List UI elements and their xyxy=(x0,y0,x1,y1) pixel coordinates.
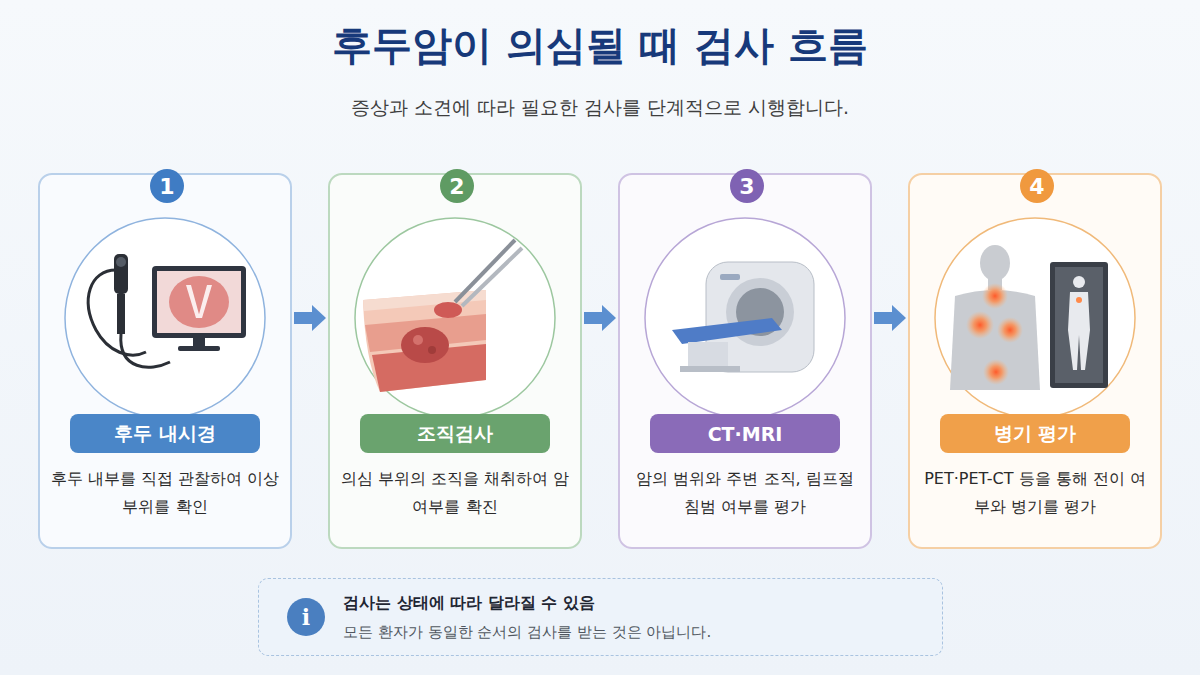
step-card: 암의 범위와 주변 조직, 림프절 침범 여부를 평가 3CT·MRI xyxy=(618,173,872,549)
step-number-text: 4 xyxy=(1029,174,1044,199)
note-box: 검사는 상태에 따라 달라질 수 있음모든 환자가 동일한 순서의 검사를 받는… xyxy=(258,578,943,656)
flow-arrow xyxy=(874,305,906,331)
staging-illustration xyxy=(935,218,1135,418)
flow-arrow xyxy=(584,305,616,331)
step-title: 후두 내시경 xyxy=(114,421,216,447)
step-number: 4 xyxy=(1020,169,1054,203)
step-label: 조직검사 xyxy=(360,414,550,453)
step-card: 의심 부위의 조직을 채취하여 암 여부를 확진 2 조직검사 xyxy=(328,173,582,549)
step-number: 2 xyxy=(440,169,474,203)
info-symbol: i xyxy=(302,604,310,630)
step-number-text: 3 xyxy=(739,174,754,199)
step-number: 3 xyxy=(730,169,764,203)
step-description: 후두 내부를 직접 관찰하여 이상 부위를 확인 xyxy=(50,465,280,521)
biopsy-illustration xyxy=(355,218,555,418)
subtitle: 증상과 소견에 따라 필요한 검사를 단계적으로 시행합니다. xyxy=(0,95,1200,121)
step-title: 조직검사 xyxy=(417,421,493,447)
step-description: 암의 범위와 주변 조직, 림프절 침범 여부를 평가 xyxy=(630,465,860,521)
page-title: 후두암이 의심될 때 검사 흐름 xyxy=(0,18,1200,73)
step-label: 병기 평가 xyxy=(940,414,1130,453)
note-body: 모든 환자가 동일한 순서의 검사를 받는 것은 아닙니다. xyxy=(343,623,711,642)
info-icon: i xyxy=(287,598,325,636)
step-number-text: 1 xyxy=(159,174,174,199)
step-number: 1 xyxy=(150,169,184,203)
ct-scanner-illustration xyxy=(645,218,845,418)
step-number-text: 2 xyxy=(449,174,464,199)
endoscope-illustration xyxy=(65,218,265,418)
step-description: 의심 부위의 조직을 채취하여 암 여부를 확진 xyxy=(340,465,570,521)
step-title: 병기 평가 xyxy=(994,421,1077,447)
flow-arrow xyxy=(294,305,326,331)
step-label: 후두 내시경 xyxy=(70,414,260,453)
step-title: CT·MRI xyxy=(708,423,783,445)
step-description: PET·PET-CT 등을 통해 전이 여부와 병기를 평가 xyxy=(920,465,1150,521)
step-label: CT·MRI xyxy=(650,414,840,453)
note-heading: 검사는 상태에 따라 달라질 수 있음 xyxy=(343,593,595,614)
step-card: PET·PET-CT 등을 통해 전이 여부와 병기를 평가 4 병기 평가 xyxy=(908,173,1162,549)
card-grounds xyxy=(38,173,1162,549)
step-card: 후두 내부를 직접 관찰하여 이상 부위를 확인 1 후두 내시경 xyxy=(38,173,292,549)
